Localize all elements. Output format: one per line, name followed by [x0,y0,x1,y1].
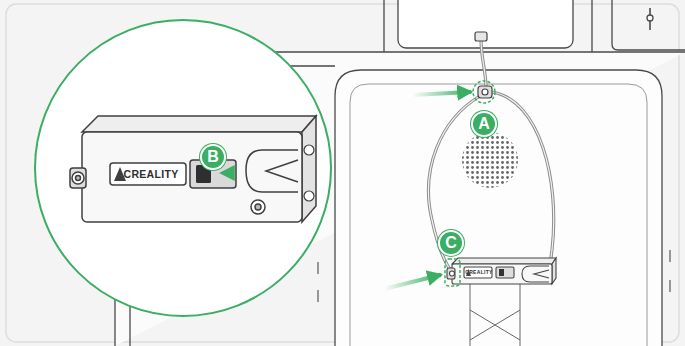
small-sensor-module-part [522,266,549,282]
sensor-module-closeup-part [70,168,86,188]
brand-logo-text: CREALITY [124,169,179,180]
speaker-grille-part [462,132,518,188]
small-sensor-module-part [450,271,455,276]
sensor-module-closeup-part [302,116,316,222]
tube-connector-part [473,81,495,103]
tube-connector-part [482,89,488,95]
tube-connector-part [478,86,492,98]
green-pointer-arrows-part [222,171,282,175]
tube-connector-part [475,32,487,41]
sensor-module-closeup [70,116,316,222]
small-sensor-module-part [447,268,455,279]
sensor-module-closeup-part [304,191,314,201]
printer-body-part [350,84,647,346]
small-sensor-module-part [499,269,504,276]
printer-body-part [647,15,653,21]
sensor-module-closeup-part [304,145,314,155]
printer-body-part [318,250,670,302]
sensor-module-closeup-part [255,204,261,210]
callout-letter: B [207,149,219,165]
callout-letter: A [478,116,490,132]
brand-logo-text: CREALITY [465,270,492,275]
speaker-grille [462,132,518,188]
printer-body-part [398,0,573,48]
small-sensor-module [445,258,556,286]
callout-circle: C [438,230,464,256]
zoom-circle-part [35,20,331,316]
green-pointer-arrows-part [412,92,470,95]
small-sensor-module-part [452,264,552,284]
green-pointer-arrows-part [384,275,440,289]
small-sensor-module-part [552,258,556,284]
printer-body-part [470,284,520,346]
callout-letter: C [445,235,457,251]
filament-tube-part [492,92,554,274]
small-sensor-module-part [464,267,492,278]
callout-circle: B [200,144,226,170]
zoom-circle [35,20,331,316]
printer-body-part [335,70,662,346]
filament-tube [429,38,554,274]
sensor-module-closeup-part [76,176,81,181]
sensor-module-closeup-part [82,132,302,222]
filament-tube-part [492,92,554,274]
tube-connector [473,32,495,103]
small-sensor-module-part [534,270,549,278]
small-sensor-module-part [452,258,556,264]
printer-body-part [612,0,685,50]
small-sensor-module-part [496,267,514,278]
sensor-module-closeup-part [110,163,186,185]
sensor-module-closeup-part [82,116,316,132]
sensor-module-closeup-part [72,172,84,184]
green-pointer-arrows [222,92,470,289]
sensor-module-closeup-part [251,200,265,214]
small-sensor-module-part [445,259,460,286]
callout-circle: A [471,111,497,137]
